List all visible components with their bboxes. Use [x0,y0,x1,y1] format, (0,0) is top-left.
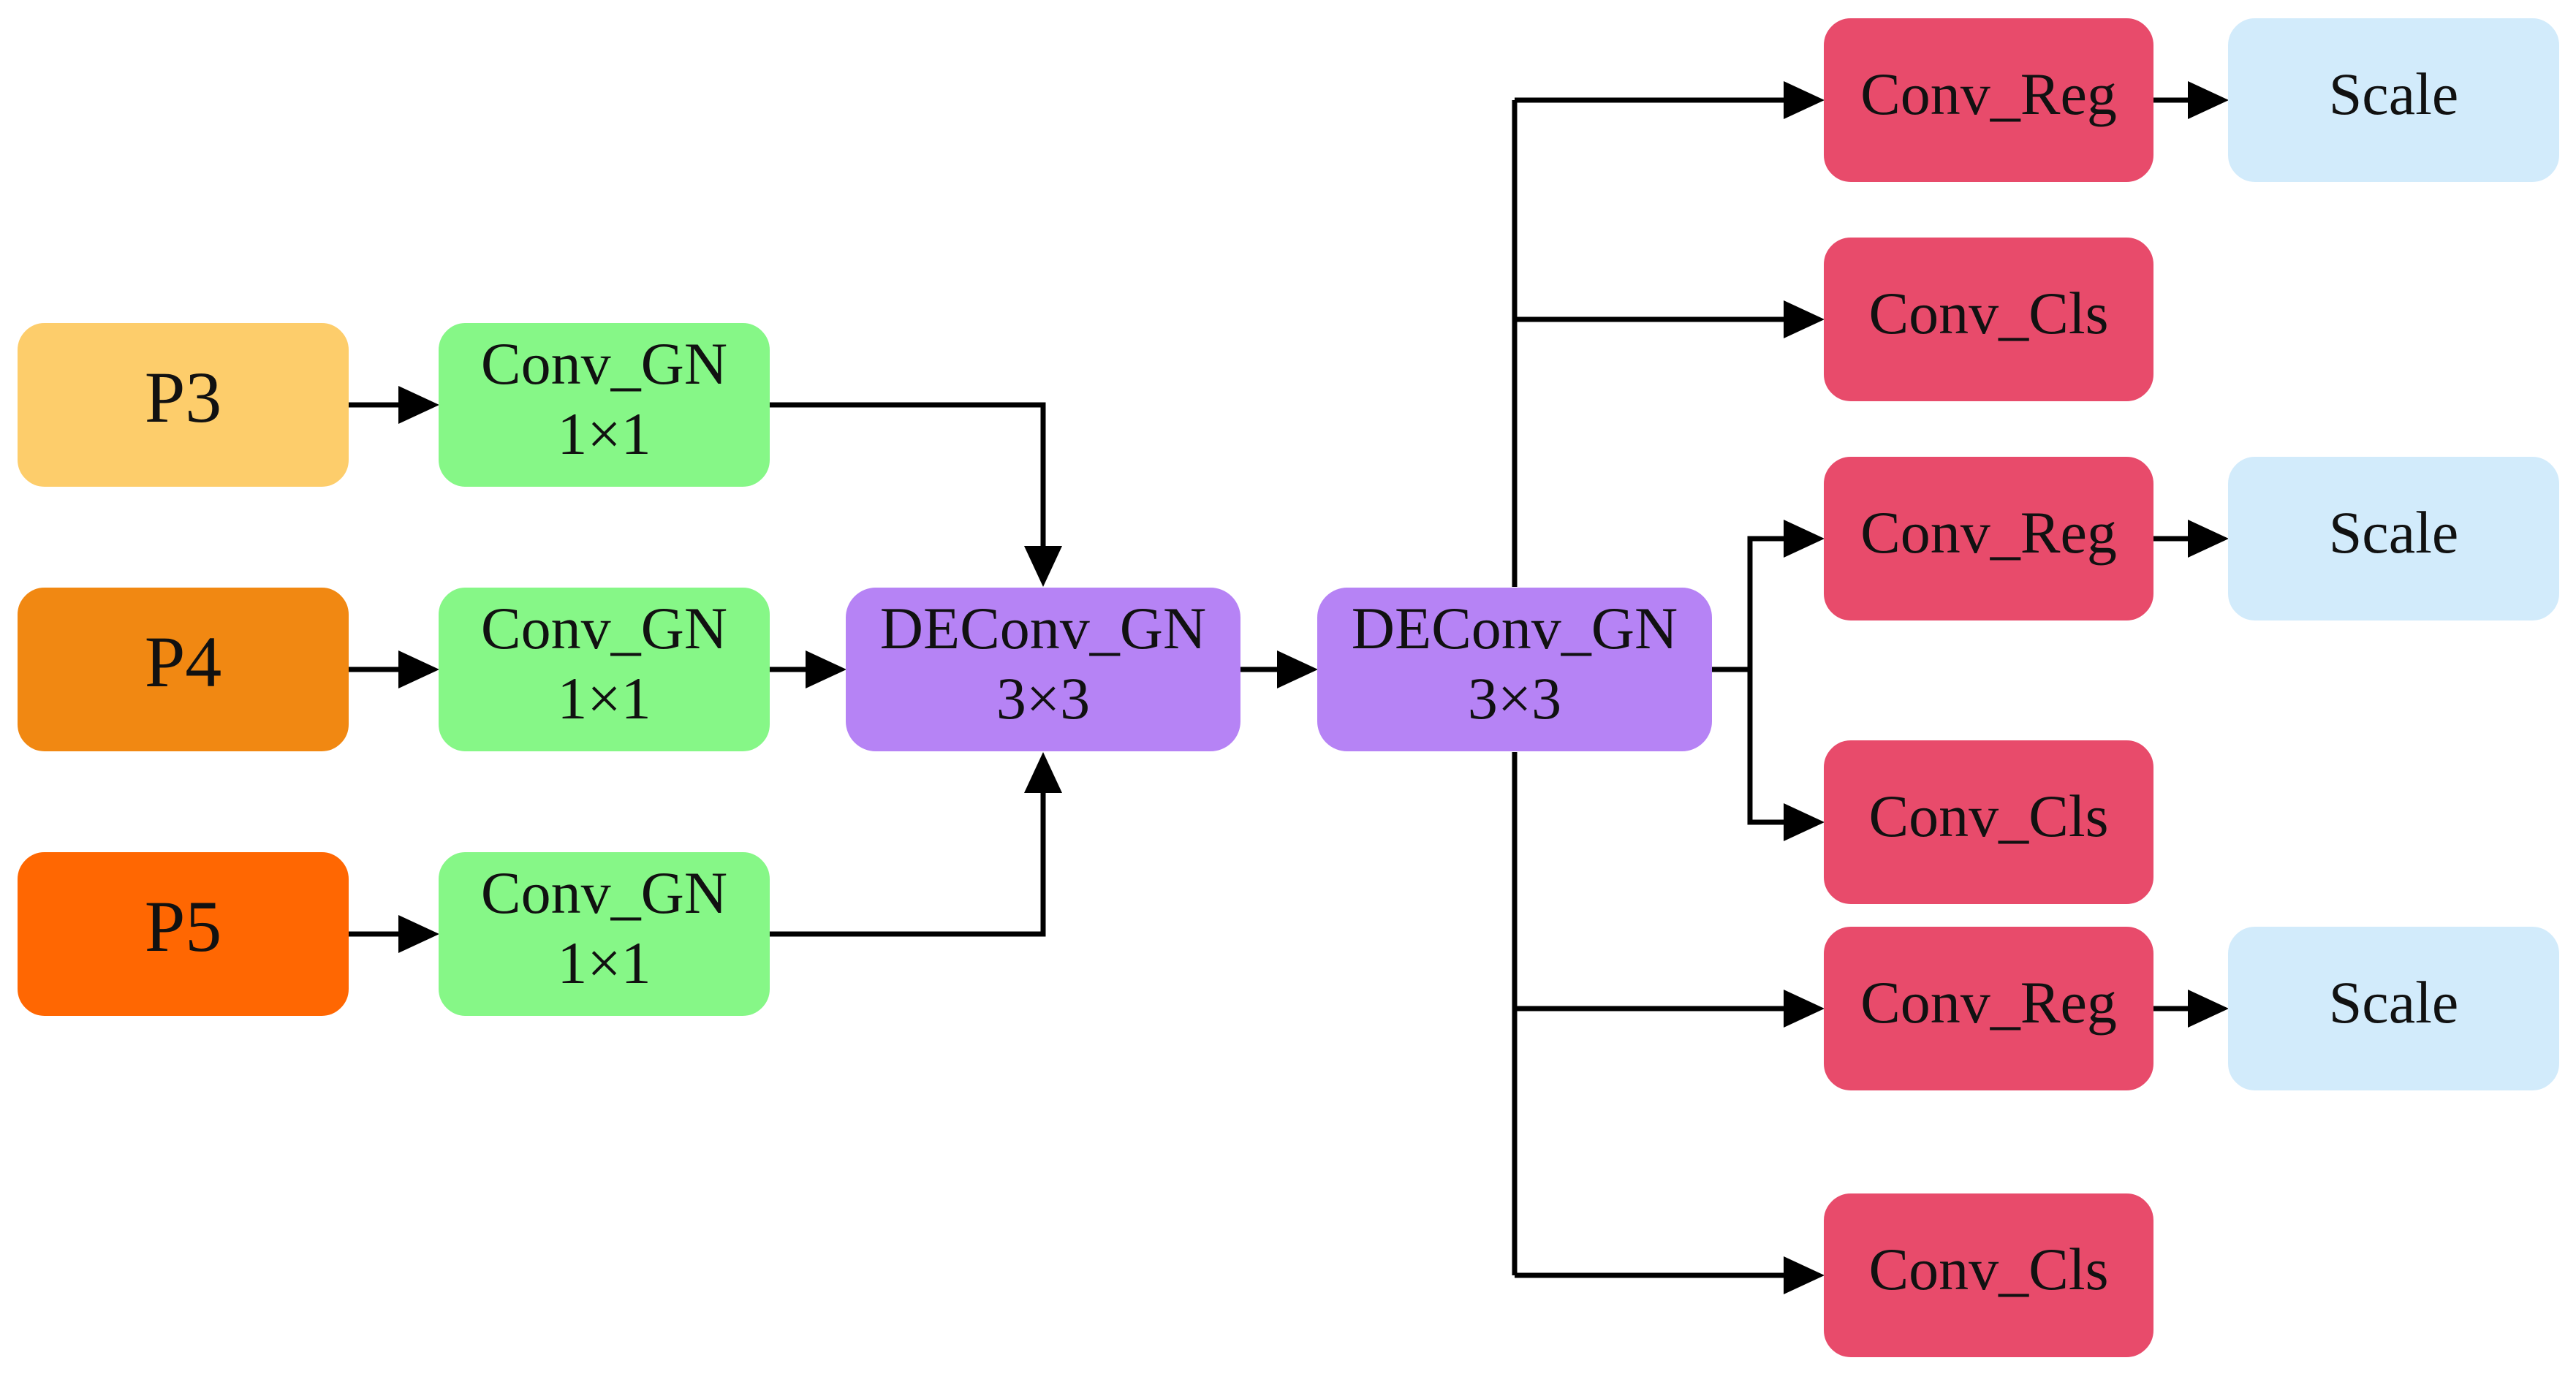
node-conv-reg-3: Conv_Reg [1824,927,2153,1090]
p3-label-line-1: P3 [145,357,222,438]
edge-conv-reg-1-to-scale-1 [2153,81,2229,119]
node-conv-cls-1: Conv_Cls [1824,238,2153,401]
scale-2-label-line-1: Scale [2329,499,2459,566]
p4-label-line-1: P4 [145,621,222,702]
deconv-1-label-line-2: 3×3 [996,665,1090,732]
node-p4: P4 [18,588,349,751]
edge-conv-gn-2-to-deconv-1 [769,650,846,688]
edge-deconv-2-to-conv-cls-3 [1515,1256,1825,1294]
edge-deconv-2-to-conv-reg-1 [1515,81,1825,119]
conv-gn-3-label-line-1: Conv_GN [481,859,727,926]
node-deconv-1: DEConv_GN3×3 [846,588,1240,751]
edges [348,81,2229,1294]
conv-gn-1-label-line-2: 1×1 [557,401,651,467]
conv-gn-2-label-line-2: 1×1 [557,665,651,732]
node-scale-3: Scale [2228,927,2559,1090]
edge-p5-to-conv-gn-3 [348,915,439,953]
edge-deconv-2-to-conv-cls-2 [1747,669,1825,841]
conv-cls-2-label-line-1: Conv_Cls [1868,783,2108,849]
node-conv-reg-1: Conv_Reg [1824,18,2153,182]
edge-p3-to-conv-gn-1 [348,386,439,424]
edge-conv-gn-3-to-deconv-1 [769,752,1062,937]
node-conv-gn-1: Conv_GN1×1 [439,323,770,487]
edge-deconv-1-to-deconv-2 [1240,650,1318,688]
deconv-2-label-line-2: 3×3 [1468,665,1561,732]
scale-1-label-line-1: Scale [2329,61,2459,127]
edge-p4-to-conv-gn-2 [348,650,439,688]
conv-gn-2-label-line-1: Conv_GN [481,595,727,661]
edge-conv-reg-3-to-scale-3 [2153,990,2229,1028]
edge-deconv-2-to-conv-reg-3 [1515,990,1825,1028]
deconv-2-label-line-1: DEConv_GN [1352,595,1678,661]
edge-conv-reg-2-to-scale-2 [2153,520,2229,558]
node-scale-1: Scale [2228,18,2559,182]
node-p5: P5 [18,852,349,1016]
edge-deconv-2-to-conv-reg-2 [1711,520,1825,672]
conv-gn-3-label-line-2: 1×1 [557,930,651,996]
conv-cls-3-label-line-1: Conv_Cls [1868,1236,2108,1302]
conv-reg-2-label-line-1: Conv_Reg [1860,499,2117,566]
conv-reg-1-label-line-1: Conv_Reg [1860,61,2117,127]
node-conv-cls-3: Conv_Cls [1824,1193,2153,1357]
scale-3-label-line-1: Scale [2329,969,2459,1036]
conv-gn-1-label-line-1: Conv_GN [481,330,727,397]
node-conv-gn-3: Conv_GN1×1 [439,852,770,1016]
node-conv-gn-2: Conv_GN1×1 [439,588,770,751]
node-conv-cls-2: Conv_Cls [1824,740,2153,904]
edge-conv-gn-1-to-deconv-1 [769,402,1062,587]
node-p3: P3 [18,323,349,487]
conv-cls-1-label-line-1: Conv_Cls [1868,280,2108,346]
conv-reg-3-label-line-1: Conv_Reg [1860,969,2117,1036]
node-conv-reg-2: Conv_Reg [1824,457,2153,620]
deconv-1-label-line-1: DEConv_GN [880,595,1206,661]
node-deconv-2: DEConv_GN3×3 [1317,588,1712,751]
nodes: P3 P4 P5 Conv_GN1×1 Conv_GN1×1 Conv_GN1×… [18,18,2559,1357]
edge-deconv-2-to-conv-cls-1 [1515,300,1825,338]
p5-label-line-1: P5 [145,886,222,967]
node-scale-2: Scale [2228,457,2559,620]
